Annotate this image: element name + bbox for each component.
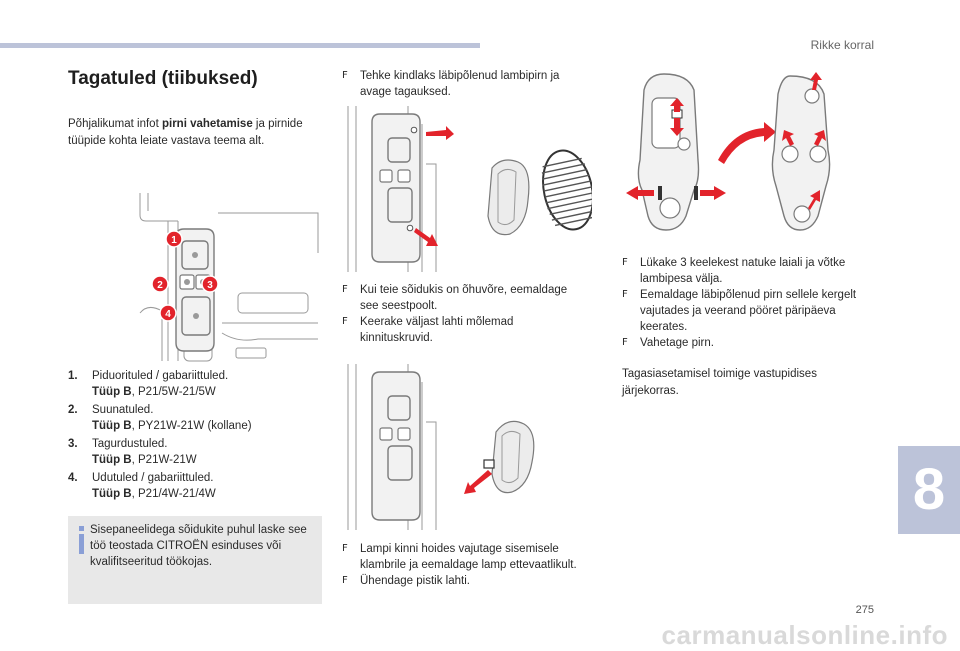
intro-prefix: Põhjalikumat infot (68, 118, 162, 130)
step-item: F Eemaldage läbipõlenud pirn sellele kerg… (622, 287, 874, 335)
bulb-item: 3. Tagurdustuled. Tüüp B, P21W-21W (68, 436, 318, 468)
bullet-marker: F (622, 257, 628, 268)
bulb-name: Suunatuled. (92, 404, 154, 416)
info-note-text: Sisepaneelidega sõidukite puhul laske se… (90, 524, 307, 568)
bulb-item: 4. Udutuled / gabariittuled. Tüüp B, P21/4… (68, 470, 318, 502)
bulb-number: 4. (68, 472, 78, 484)
bullet-marker: F (342, 70, 348, 81)
intro-suffix: ja pirnide tüüpide kohta leiate vastava … (68, 118, 303, 147)
bulb-type-label: Tüüp B (92, 454, 132, 466)
step-item: F Keerake väljast lahti mõlemad kinnitusk… (342, 314, 586, 346)
bulb-type-value: , P21/4W-21/4W (131, 488, 216, 500)
bulb-name: Piduorituled / gabariittuled. (92, 370, 229, 382)
bullet-marker: F (342, 575, 348, 586)
bulb-name: Udutuled / gabariittuled. (92, 472, 214, 484)
bulb-type-label: Tüüp B (92, 420, 132, 432)
bulb-number: 1. (68, 370, 78, 382)
bulb-type-label: Tüüp B (92, 386, 132, 398)
bulb-number: 2. (68, 404, 78, 416)
lamp-removal-figure (347, 364, 535, 530)
bulb-list: 1.Piduorituled / gabariittuled.Tüüp B, P… (68, 368, 318, 504)
bullet-marker: F (342, 543, 348, 554)
header-bar (0, 43, 480, 48)
bulb-type-value: , P21/5W-21/5W (131, 386, 216, 398)
bullet-marker: F (342, 284, 348, 295)
step-text: Keerake väljast lahti mõlemad kinnituskr… (360, 316, 514, 344)
rear-light-cluster-figure: 1 2 3 4 (139, 193, 319, 362)
bulb-name: Tagurdustuled. (92, 438, 168, 450)
bulb-type-value: , PY21W-21W (kollane) (131, 420, 252, 432)
bulb-type-label: Tüüp B (92, 488, 132, 500)
step-item: F Vahetage pirn. (622, 335, 874, 351)
bullet-marker: F (342, 316, 348, 327)
chapter-tab: 8 (898, 446, 960, 534)
step-text: Tehke kindlaks läbipõlenud lambipirn ja … (360, 70, 560, 98)
step-item: F Tehke kindlaks läbipõlenud lambipirn ja… (342, 68, 586, 100)
info-note-box: Sisepaneelidega sõidukite puhul laske se… (68, 516, 322, 604)
callout-4: 4 (165, 309, 171, 320)
step-item: F Lampi kinni hoides vajutage sisemisele … (342, 541, 592, 573)
step-item: F Kui teie sõidukis on õhuvõre, eemaldage… (342, 282, 586, 314)
bulb-number: 3. (68, 438, 78, 450)
bulb-type-value: , P21W-21W (131, 454, 197, 466)
bulb-item: 2. Suunatuled. Tüüp B, PY21W-21W (kollane) (68, 402, 318, 434)
bullet-marker: F (622, 337, 628, 348)
steps-open-doors: F Tehke kindlaks läbipõlenud lambipirn ja… (342, 68, 586, 100)
step-text: Kui teie sõidukis on õhuvõre, eemaldage … (360, 284, 568, 312)
lamp-holder-figure (626, 72, 831, 231)
step-text: Lampi kinni hoides vajutage sisemisele k… (360, 543, 577, 571)
steps-remove-screws: F Kui teie sõidukis on õhuvõre, eemaldage… (342, 282, 586, 346)
step-item: F Ühendage pistik lahti. (342, 573, 592, 589)
step-text: Ühendage pistik lahti. (360, 575, 470, 587)
door-screws-figure (347, 106, 592, 272)
bulb-item: 1. Piduorituled / gabariittuled. Tüüp B, P… (68, 368, 318, 400)
page-number: 275 (855, 604, 874, 616)
step-text: Lükake 3 keelekest natuke laiali ja võtk… (640, 257, 846, 285)
step-text: Eemaldage läbipõlenud pirn sellele kerge… (640, 289, 857, 333)
steps-replace-bulb: F Lükake 3 keelekest natuke laiali ja võt… (622, 255, 874, 351)
section-title: Rikke korral (810, 38, 874, 52)
step-text: Vahetage pirn. (640, 337, 714, 349)
callout-3: 3 (207, 280, 213, 291)
page-title: Tagatuled (tiibuksed) (68, 68, 258, 89)
steps-remove-lamp: F Lampi kinni hoides vajutage sisemisele … (342, 541, 592, 589)
reinstall-note: Tagasiasetamisel toimige vastupidises jä… (622, 368, 817, 397)
info-icon (79, 526, 84, 554)
bullet-marker: F (622, 289, 628, 300)
intro-bold: pirni vahetamise (161, 118, 253, 130)
step-item: F Lükake 3 keelekest natuke laiali ja võt… (622, 255, 874, 287)
callout-1: 1 (171, 235, 177, 246)
watermark: carmanualsonline.info (661, 620, 948, 650)
callout-2: 2 (157, 280, 163, 291)
intro-paragraph: Põhjalikumat infot pirni vahetamise ja p… (68, 116, 324, 150)
